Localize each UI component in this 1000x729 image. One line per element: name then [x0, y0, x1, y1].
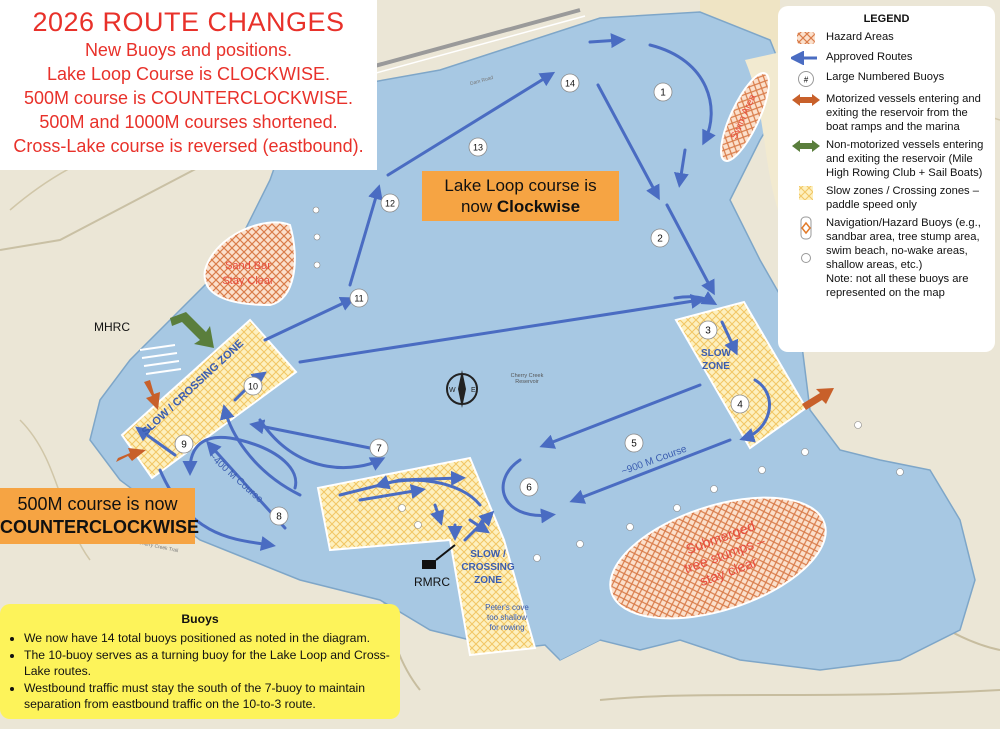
sand-bar-hazard [203, 221, 296, 307]
title-line-2: Lake Loop Course is CLOCKWISE. [46, 64, 331, 84]
numbered-buoy-label-3: 3 [705, 326, 711, 337]
numbered-buoy-label-14: 14 [565, 79, 575, 89]
numbered-buoy-label-9: 9 [181, 440, 187, 451]
numbered-buoy-label-12: 12 [385, 199, 395, 209]
numbered-buoy-10 [243, 376, 263, 396]
legend-title: LEGEND [863, 13, 910, 25]
peters-cove-label-1: Peter's cove [485, 603, 529, 612]
numbered-buoy-label-1: 1 [660, 88, 666, 99]
compass-rose: W E [446, 370, 478, 408]
slow-zone-west [120, 318, 298, 480]
numbered-buoy-6 [519, 477, 539, 497]
numbered-buoy-4 [730, 394, 750, 414]
motorized-arrow-east [802, 388, 834, 410]
slow-south-label-2: CROSSING [461, 562, 515, 573]
navigation-buoy-icon [800, 216, 812, 240]
reservoir-label-2: Reservoir [515, 379, 539, 385]
slow-east-label-2: ZONE [702, 361, 730, 372]
motorized-arrow-icon [792, 94, 820, 106]
page-title: 2026 ROUTE CHANGES [32, 7, 345, 37]
numbered-buoy-5 [624, 433, 644, 453]
nonmotorized-arrow [170, 312, 214, 348]
mhrc-label: MHRC [94, 320, 130, 334]
slow-zone-south [316, 456, 537, 657]
nonmotorized-arrow-icon [792, 140, 820, 152]
slow-south-label-3: ZONE [474, 575, 502, 586]
legend-navigation: Navigation/Hazard Buoys (e.g., sandbar a… [786, 216, 987, 300]
compass-e-label: E [471, 387, 476, 394]
hazard-buoy-icon [801, 253, 811, 263]
legend-nonmotorized: Non-motorized vessels entering and exiti… [786, 138, 987, 180]
tree-stumps-hazard [609, 496, 827, 620]
rmrc-label: RMRC [414, 575, 450, 589]
peters-cove-label-2: too shallow [487, 613, 527, 622]
numbered-buoy-label-2: 2 [657, 234, 663, 245]
500m-callout: 500M course is now COUNTERCLOCKWISE [0, 488, 199, 544]
peters-cove-label-3: for rowing [489, 623, 524, 632]
buoys-notes-panel: Buoys We now have 14 total buoys positio… [0, 604, 400, 719]
title-line-1: New Buoys and positions. [84, 40, 293, 60]
title-line-5: Cross-Lake course is reversed (eastbound… [13, 136, 364, 156]
numbered-buoy-label-8: 8 [276, 512, 282, 523]
motorized-arrow-marina [144, 380, 160, 410]
sand-bar-label: Sand Bar [225, 260, 271, 272]
numbered-buoy-label-7: 7 [376, 444, 382, 455]
approved-routes [135, 33, 771, 551]
buoys-bullet-3: Westbound traffic must stay the south of… [24, 680, 390, 712]
numbered-buoy-13 [468, 137, 488, 157]
route-arrow-icon [791, 51, 817, 65]
reservoir-label-1: Cherry Creek [511, 373, 544, 379]
legend-numbered: # Large Numbered Buoys [786, 70, 987, 88]
numbered-buoy-label-4: 4 [737, 400, 743, 411]
numbered-buoy-8 [269, 506, 289, 526]
slow-south-label-1: SLOW / [470, 549, 506, 560]
numbered-buoy-label-11: 11 [354, 294, 363, 304]
numbered-buoy-label-6: 6 [526, 483, 532, 494]
marina-docks [139, 344, 182, 375]
legend-motorized: Motorized vessels entering and exiting t… [786, 92, 987, 134]
rmrc-dock [422, 560, 436, 569]
sand-bar-label-2: Stay Clear [222, 275, 274, 287]
numbered-buoy-icon: # [798, 71, 814, 87]
numbered-buoy-2 [650, 228, 670, 248]
numbered-buoy-14 [560, 73, 580, 93]
numbered-buoy-7 [369, 438, 389, 458]
buoys-title: Buoys [181, 612, 219, 626]
numbered-buoy-label-5: 5 [631, 439, 637, 450]
route-changes-panel: 2026 ROUTE CHANGES New Buoys and positio… [0, 0, 377, 170]
slow-east-label-1: SLOW [701, 348, 732, 359]
numbered-buoy-11 [349, 288, 369, 308]
svg-text:#: # [804, 76, 809, 85]
legend-routes: Approved Routes [786, 50, 987, 66]
numbered-buoy-3 [698, 320, 718, 340]
title-line-3: 500M course is COUNTERCLOCKWISE. [23, 88, 354, 108]
legend-slow: Slow zones / Crossing zones – paddle spe… [786, 184, 987, 212]
legend-hazard: Hazard Areas [786, 30, 987, 46]
motorized-arrow-west [116, 448, 146, 462]
slow-zone-swatch-icon [799, 186, 813, 200]
lake-loop-callout: Lake Loop course is now Clockwise [422, 171, 619, 221]
numbered-buoy-label-10: 10 [248, 382, 258, 392]
buoys-bullet-2: The 10-buoy serves as a turning buoy for… [24, 647, 390, 679]
title-line-4: 500M and 1000M courses shortened. [39, 112, 338, 132]
numbered-buoy-label-13: 13 [473, 143, 483, 153]
compass-w-label: W [449, 387, 456, 394]
numbered-buoy-9 [174, 434, 194, 454]
numbered-buoy-1 [653, 82, 673, 102]
navigation-buoys [312, 206, 904, 562]
numbered-buoy-12 [380, 193, 400, 213]
swim-area-hazard [720, 72, 770, 162]
buoys-bullet-1: We now have 14 total buoys positioned as… [24, 630, 390, 646]
hazard-swatch-icon [797, 32, 815, 44]
legend-panel: LEGEND Hazard Areas Approved Routes # La… [778, 6, 995, 352]
